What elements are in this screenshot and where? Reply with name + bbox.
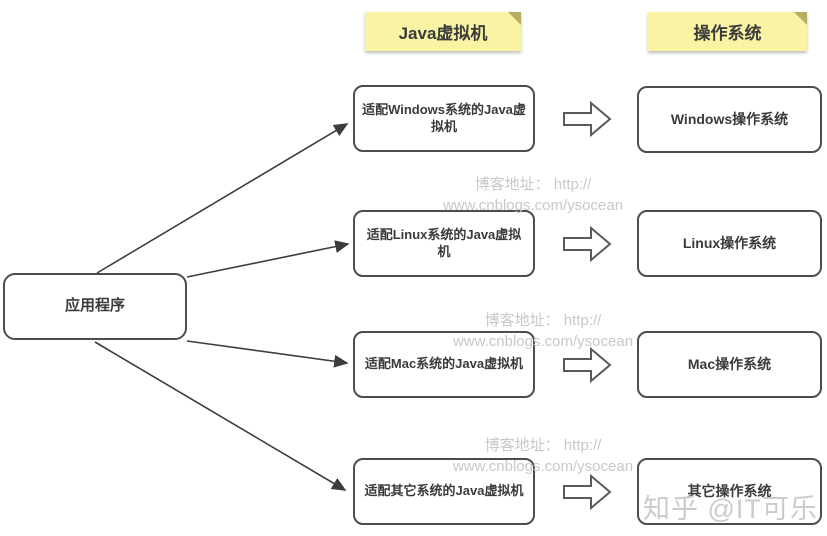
arrow-line-to-windows-jvm (96, 123, 349, 274)
arrow-line-to-linux-jvm (186, 240, 350, 278)
arrow-line-to-other-jvm (94, 341, 347, 491)
sticky-note-jvm-header: Java虚拟机 (365, 12, 521, 51)
jvm-box-other: 适配其它系统的Java虚拟机 (353, 458, 535, 525)
os-box-windows: Windows操作系统 (637, 86, 822, 153)
application-label: 应用程序 (64, 297, 125, 315)
os-box-other: 其它操作系统 (637, 458, 822, 525)
sticky-note-os-header: 操作系统 (648, 12, 807, 51)
os-box-mac: Mac操作系统 (637, 331, 822, 398)
jvm-box-windows: 适配Windows系统的Java虚拟机 (353, 85, 535, 152)
os-box-linux: Linux操作系统 (637, 210, 822, 277)
block-arrow-icon (563, 474, 612, 510)
jvm-box-mac-label: 适配Mac系统的Java虚拟机 (364, 356, 524, 372)
block-arrow-icon (563, 347, 612, 383)
jvm-box-windows-label: 适配Windows系统的Java虚拟机 (362, 102, 526, 134)
folded-corner-icon (794, 12, 807, 25)
os-box-linux-label: Linux操作系统 (682, 234, 777, 251)
jvm-box-linux-label: 适配Linux系统的Java虚拟机 (366, 227, 522, 259)
block-arrow-icon (563, 226, 612, 262)
application-box: 应用程序 (3, 273, 187, 340)
os-box-mac-label: Mac操作系统 (687, 355, 772, 372)
jvm-box-linux: 适配Linux系统的Java虚拟机 (353, 210, 535, 277)
jvm-box-mac: 适配Mac系统的Java虚拟机 (353, 331, 535, 398)
os-header-label: 操作系统 (693, 24, 762, 43)
os-box-windows-label: Windows操作系统 (670, 110, 789, 127)
jvm-box-other-label: 适配其它系统的Java虚拟机 (364, 483, 524, 499)
folded-corner-icon (508, 12, 521, 25)
block-arrow-icon (563, 101, 612, 137)
arrow-line-to-mac-jvm (186, 340, 349, 368)
os-box-other-label: 其它操作系统 (687, 482, 772, 499)
jvm-header-label: Java虚拟机 (398, 24, 488, 43)
